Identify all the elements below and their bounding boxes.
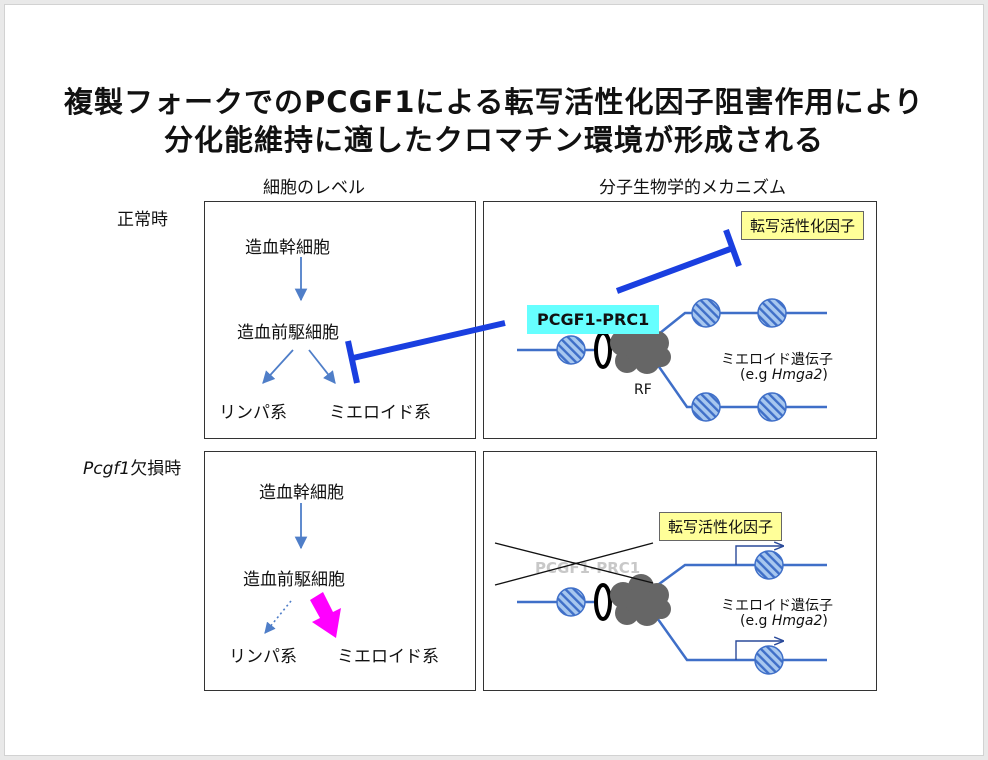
- ko-clamp-ring: [594, 583, 612, 621]
- inhibition-line-myeloid: [352, 320, 506, 361]
- normal-nucleosome-2: [691, 298, 721, 328]
- ko-cross-line-2: [494, 542, 654, 586]
- header-molecular-mechanism: 分子生物学的メカニズム: [599, 178, 786, 198]
- ko-progenitor-label: 造血前駆細胞: [243, 570, 345, 590]
- normal-myeloid-label: ミエロイド系: [329, 403, 431, 423]
- ko-nucleosome-3: [754, 645, 784, 675]
- ko-tf-box: 転写活性化因子: [659, 512, 783, 541]
- normal-lymphoid-label: リンパ系: [219, 403, 287, 423]
- ko-rf-blob: [610, 574, 671, 626]
- ko-lymphoid-label: リンパ系: [229, 647, 297, 667]
- diagram-drawing: PCGF1-PRC1: [262, 228, 827, 675]
- ko-arrow-lymphoid-dotted: [264, 600, 292, 634]
- ko-tss-arrow-upper: [735, 546, 783, 565]
- row-label-knockout-suffix: 欠損時: [130, 459, 182, 479]
- ko-cross-line-1: [494, 542, 654, 584]
- ko-gene-example: (e.g Hmga2): [740, 613, 828, 629]
- ko-nucleosome-1: [556, 587, 586, 617]
- header-cell-level: 細胞のレベル: [263, 178, 365, 198]
- normal-nucleosome-3: [757, 298, 787, 328]
- normal-nucleosome-5: [757, 392, 787, 422]
- ko-nucleosome-2: [754, 550, 784, 580]
- ko-tss-arrow-lower: [735, 641, 783, 660]
- normal-arrow-myeloid: [308, 349, 336, 384]
- normal-nucleosome-1: [556, 335, 586, 365]
- normal-gene-example: (e.g Hmga2): [740, 367, 828, 383]
- inhibition-bar-tf: [723, 228, 742, 268]
- title-line-2: 分化能維持に適したクロマチン環境が形成される: [163, 123, 824, 157]
- panel-normal-cell: [204, 201, 476, 439]
- row-label-knockout-gene: Pcgf1: [83, 459, 131, 479]
- panel-normal-mechanism: [483, 201, 877, 439]
- ko-myeloid-label: ミエロイド系: [337, 647, 439, 667]
- normal-rf-label: RF: [634, 382, 652, 398]
- row-label-knockout: Pcgf1欠損時: [83, 454, 181, 479]
- normal-clamp-ring: [594, 331, 612, 369]
- ko-hsc-label: 造血幹細胞: [259, 483, 344, 503]
- ko-complex-faded-label: PCGF1-PRC1: [535, 559, 640, 577]
- title-line-1: 複製フォークでのPCGF1による転写活性化因子阻害作用により: [64, 85, 924, 119]
- ko-gene-label: ミエロイド遺伝子: [721, 598, 833, 614]
- pcgf1-prc1-box: PCGF1-PRC1: [527, 305, 660, 334]
- normal-gene-label: ミエロイド遺伝子: [721, 352, 833, 368]
- panel-knockout-cell: [204, 451, 476, 691]
- normal-hsc-label: 造血幹細胞: [245, 238, 330, 258]
- normal-tf-box: 転写活性化因子: [741, 211, 865, 240]
- normal-arrow-lymphoid: [262, 349, 294, 384]
- normal-nucleosome-4: [691, 392, 721, 422]
- ko-arrow-myeloid-magenta: [310, 592, 341, 638]
- normal-progenitor-label: 造血前駆細胞: [237, 323, 339, 343]
- slide: 複製フォークでのPCGF1による転写活性化因子阻害作用により 分化能維持に適した…: [4, 4, 984, 756]
- row-label-normal: 正常時: [117, 210, 168, 230]
- inhibition-line-tf: [615, 245, 735, 294]
- inhibition-bar-myeloid: [345, 340, 360, 384]
